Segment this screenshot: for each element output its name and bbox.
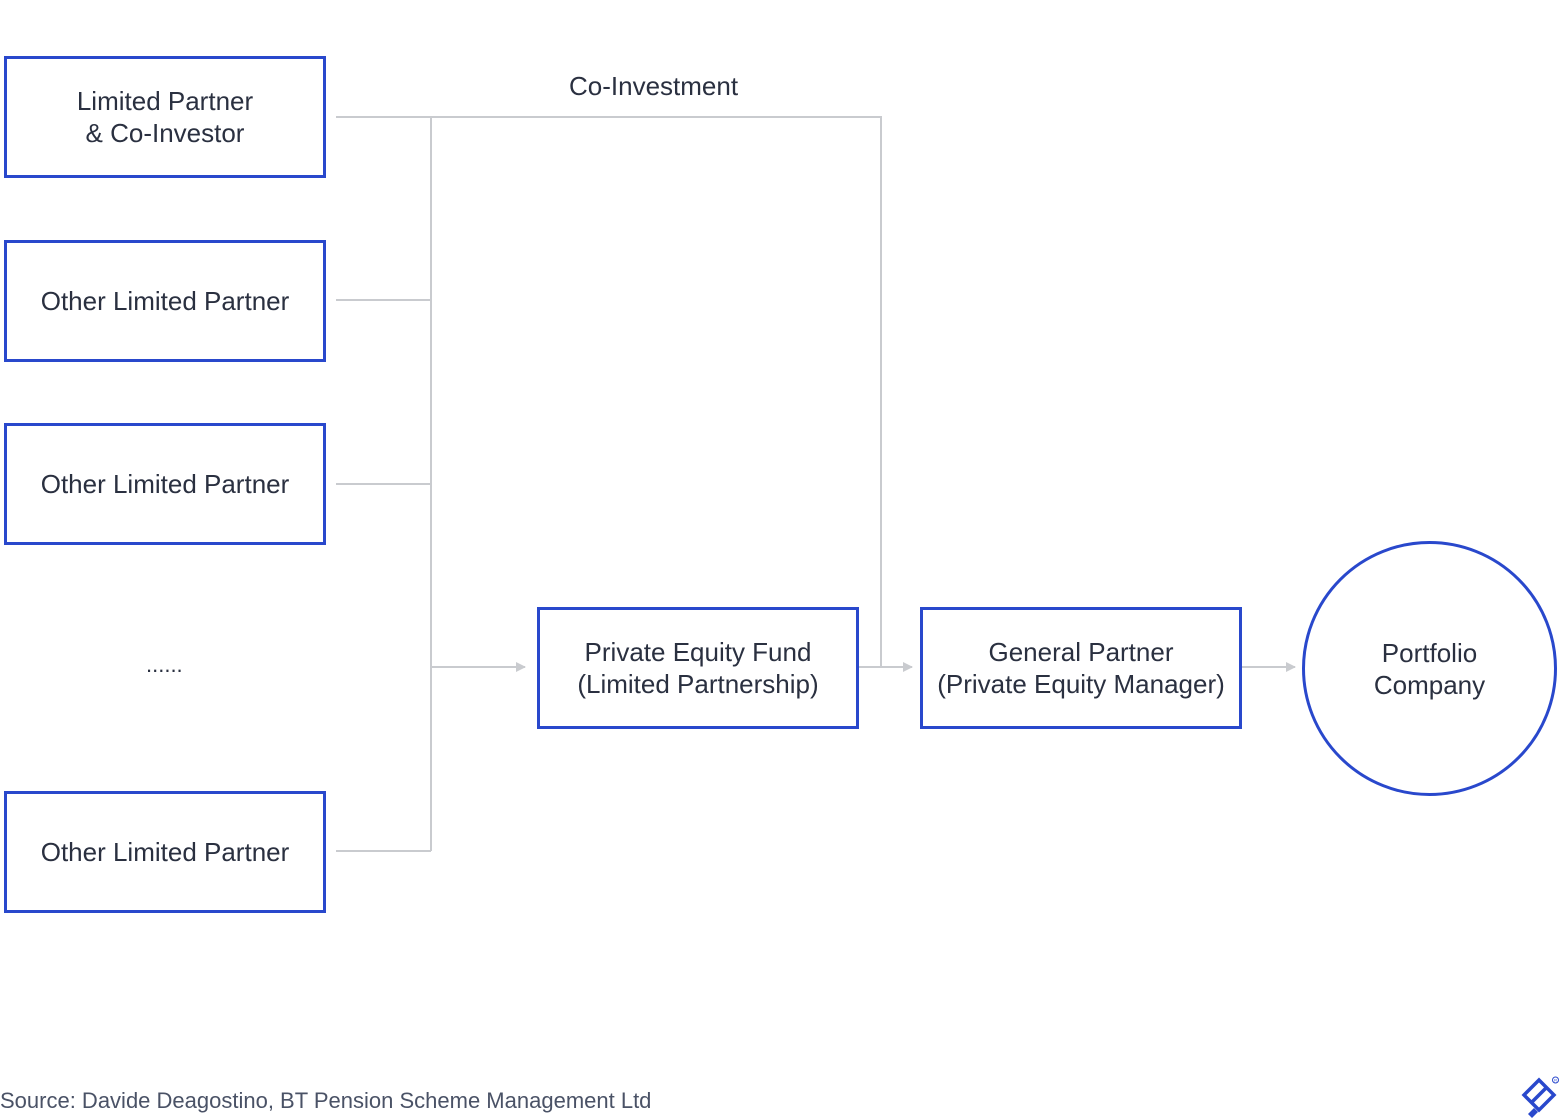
node-label-line-2: & Co-Investor xyxy=(85,118,245,148)
node-other-limited-partner-1: Other Limited Partner xyxy=(4,240,326,362)
node-other-limited-partner-3: Other Limited Partner xyxy=(4,791,326,913)
node-private-equity-fund: Private Equity Fund (Limited Partnership… xyxy=(537,607,859,729)
node-label: Portfolio Company xyxy=(1374,637,1485,701)
node-label: General Partner (Private Equity Manager) xyxy=(937,636,1225,700)
node-label-line-1: Limited Partner xyxy=(76,86,254,116)
node-label-line-2: Company xyxy=(1373,669,1486,700)
node-label-line-1: Portfolio xyxy=(1381,637,1478,668)
node-portfolio-company: Portfolio Company xyxy=(1302,541,1557,796)
node-general-partner: General Partner (Private Equity Manager) xyxy=(920,607,1242,729)
svg-text:R: R xyxy=(1554,1078,1557,1083)
co-investment-label: Co-Investment xyxy=(569,71,739,101)
co-investment-line xyxy=(431,116,882,667)
ellipsis-more-partners: ...... xyxy=(146,652,183,677)
node-label: Other Limited Partner xyxy=(40,286,290,316)
node-label: Other Limited Partner xyxy=(40,837,290,867)
node-label: Limited Partner & Co-Investor xyxy=(77,85,253,149)
node-label: Private Equity Fund (Limited Partnership… xyxy=(577,636,818,700)
node-label-line-2: (Limited Partnership) xyxy=(577,669,819,699)
toptal-logo-icon: R xyxy=(1521,1076,1559,1118)
node-label-line-1: Private Equity Fund xyxy=(584,637,812,667)
node-label: Other Limited Partner xyxy=(40,469,290,499)
node-label-line-1: General Partner xyxy=(988,637,1174,667)
node-limited-partner-co-investor: Limited Partner & Co-Investor xyxy=(4,56,326,178)
node-other-limited-partner-2: Other Limited Partner xyxy=(4,423,326,545)
source-caption: Source: Davide Deagostino, BT Pension Sc… xyxy=(0,1088,652,1113)
node-label-line-2: (Private Equity Manager) xyxy=(937,669,1225,699)
